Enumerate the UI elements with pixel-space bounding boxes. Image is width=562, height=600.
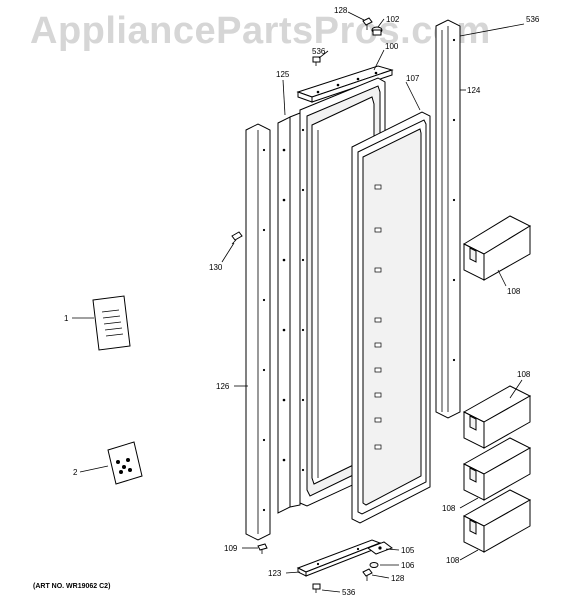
- callout-107: 107: [406, 74, 420, 83]
- door-outer-shell: [277, 112, 301, 514]
- callout-108-b: 108: [517, 370, 531, 379]
- callout-100: 100: [385, 42, 399, 51]
- screw-130: [231, 231, 243, 245]
- bottom-hinge-bar: [296, 539, 382, 577]
- callout-108-d: 108: [446, 556, 460, 565]
- door-bin-2: [462, 385, 532, 449]
- door-gasket: [351, 111, 431, 524]
- callout-108-a: 108: [507, 287, 521, 296]
- callout-108-c: 108: [442, 504, 456, 513]
- callout-109: 109: [224, 544, 238, 553]
- screw-536-top: [312, 56, 321, 66]
- door-trim-right: [435, 19, 461, 419]
- callout-128-bottom: 128: [391, 574, 405, 583]
- screw-128-bottom: [362, 568, 373, 581]
- door-bin-3: [462, 437, 532, 501]
- callout-124: 124: [467, 86, 481, 95]
- screw-536-bottom: [312, 583, 321, 593]
- bottom-hinge-plate: [366, 541, 394, 568]
- callout-106: 106: [401, 561, 415, 570]
- top-hinge-bar: [296, 65, 394, 103]
- callout-536-top: 536: [312, 47, 326, 56]
- callout-125: 125: [276, 70, 290, 79]
- door-trim-left: [245, 123, 271, 541]
- door-bin-4: [462, 489, 532, 553]
- callout-2: 2: [73, 468, 78, 477]
- door-bin-1: [462, 215, 532, 281]
- callout-123: 123: [268, 569, 282, 578]
- callout-102: 102: [386, 15, 400, 24]
- bushing-102: [371, 26, 383, 36]
- callout-105: 105: [401, 546, 415, 555]
- callout-1: 1: [64, 314, 69, 323]
- screw-109: [257, 543, 268, 554]
- leader-lines: [72, 11, 525, 593]
- parts-bag: [107, 441, 143, 485]
- callout-536-bottom: 536: [342, 588, 356, 597]
- callout-536-right: 536: [526, 15, 540, 24]
- callout-128-top: 128: [334, 6, 348, 15]
- screw-128-top: [362, 17, 373, 30]
- watermark: AppliancePartsPros.com: [30, 10, 491, 52]
- literature-booklet: [92, 295, 131, 351]
- art-number: (ART NO. WR19062 C2): [33, 583, 111, 590]
- callout-126: 126: [216, 382, 230, 391]
- callout-130: 130: [209, 263, 223, 272]
